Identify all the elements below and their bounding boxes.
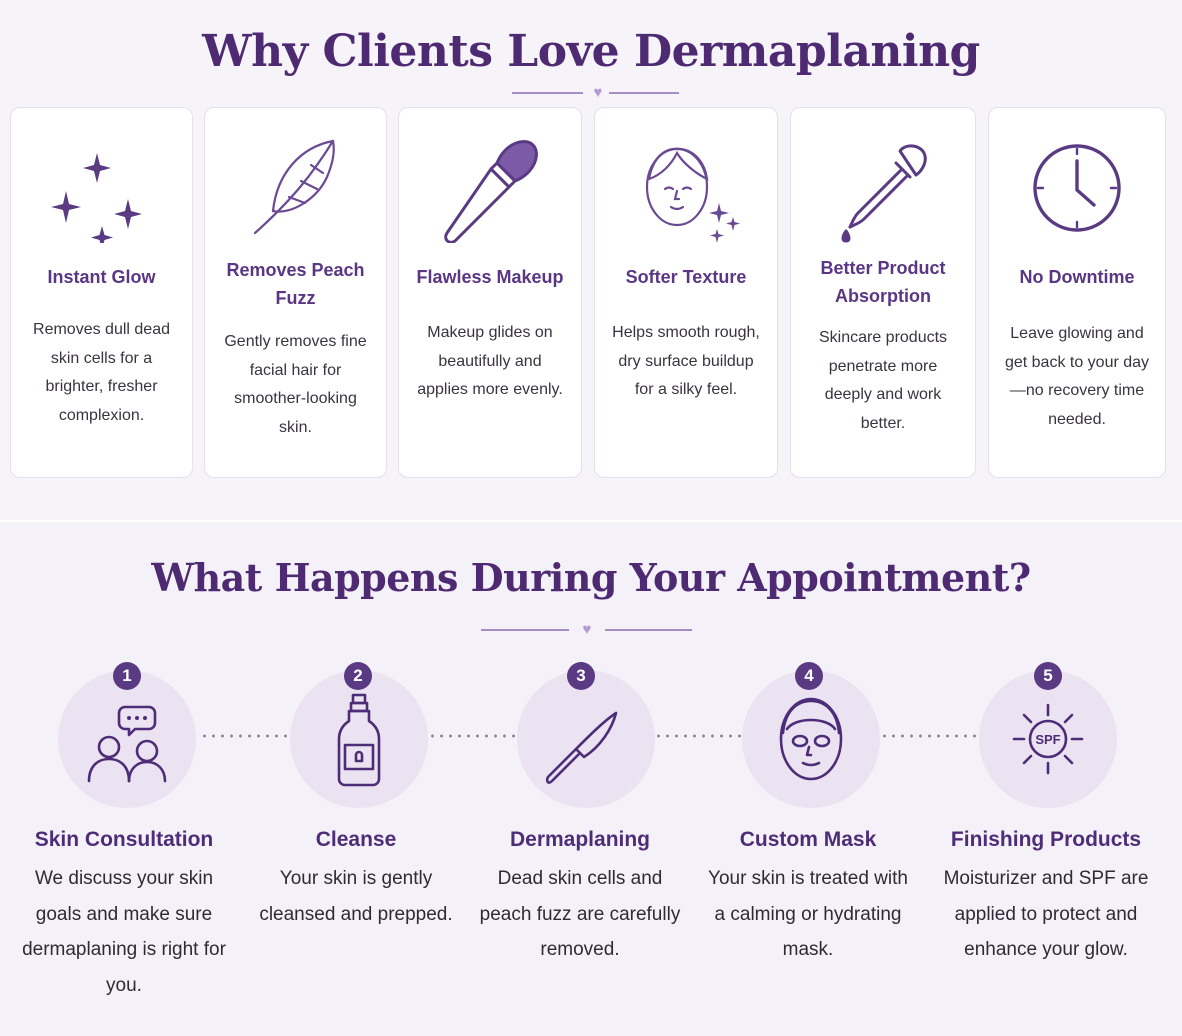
heart-icon: ♥ bbox=[593, 84, 603, 101]
appointment-divider: ♥ bbox=[0, 620, 1182, 640]
benefit-card-flawless-makeup: Flawless Makeup Makeup glides on beautif… bbox=[398, 107, 582, 478]
dropper-icon bbox=[791, 128, 975, 248]
scalpel-icon bbox=[545, 711, 618, 784]
face-sparkle-icon bbox=[595, 128, 777, 248]
spf-sun-icon: SPF bbox=[1012, 703, 1084, 775]
card-title: Instant Glow bbox=[47, 267, 156, 287]
step-title: Skin Consultation bbox=[34, 828, 214, 851]
cleanser-bottle-icon bbox=[337, 693, 381, 787]
step-title: Custom Mask bbox=[739, 828, 877, 851]
face-mask-icon bbox=[779, 697, 843, 781]
step-number-badge: 1 bbox=[113, 662, 141, 690]
step-description: Dead skin cells and peach fuzz are caref… bbox=[479, 868, 681, 960]
step-number-badge: 4 bbox=[795, 662, 823, 690]
benefit-card-softer-texture: Softer Texture Helps smooth rough, dry s… bbox=[594, 107, 778, 478]
benefit-card-no-downtime: No Downtime Leave glowing and get back t… bbox=[988, 107, 1166, 478]
clock-icon bbox=[989, 128, 1165, 248]
sparkles-icon bbox=[11, 128, 192, 248]
step-connector bbox=[654, 734, 742, 738]
step-title: Finishing Products bbox=[950, 828, 1142, 851]
card-description: Leave glowing and get back to your day—n… bbox=[1004, 325, 1150, 428]
card-title: Softer Texture bbox=[625, 267, 747, 287]
card-description: Removes dull dead skin cells for a brigh… bbox=[33, 321, 170, 424]
spf-label: SPF bbox=[1035, 732, 1060, 747]
benefit-card-instant-glow: Instant Glow Removes dull dead skin cell… bbox=[10, 107, 193, 478]
benefit-card-product-absorption: Better Product Absorption Skincare produ… bbox=[790, 107, 976, 478]
heart-icon: ♥ bbox=[582, 621, 592, 638]
step-title: Cleanse bbox=[315, 828, 397, 851]
appointment-title: What Happens During Your Appointment? bbox=[151, 555, 1031, 600]
step-number-badge: 5 bbox=[1034, 662, 1062, 690]
card-description: Gently removes fine facial hair for smoo… bbox=[224, 333, 367, 436]
consultation-icon bbox=[87, 705, 167, 783]
card-description: Skincare products penetrate more deeply … bbox=[818, 329, 948, 432]
card-description: Makeup glides on beautifully and applies… bbox=[417, 324, 563, 398]
step-number-badge: 3 bbox=[567, 662, 595, 690]
step-description: Your skin is treated with a calming or h… bbox=[708, 868, 908, 960]
benefit-card-peach-fuzz: Removes Peach Fuzz Gently removes fine f… bbox=[204, 107, 387, 478]
card-title: Removes Peach Fuzz bbox=[226, 260, 365, 308]
benefits-divider: ♥ bbox=[0, 83, 1182, 103]
makeup-brush-icon bbox=[399, 128, 581, 248]
step-description: Moisturizer and SPF are applied to prote… bbox=[943, 868, 1149, 960]
step-number-badge: 2 bbox=[344, 662, 372, 690]
card-description: Helps smooth rough, dry surface buildup … bbox=[612, 324, 760, 398]
step-connector bbox=[200, 734, 290, 738]
step-title: Dermaplaning bbox=[509, 828, 651, 851]
benefits-title: Why Clients Love Dermaplaning bbox=[202, 26, 980, 77]
step-connector bbox=[428, 734, 518, 738]
step-description: We discuss your skin goals and make sure… bbox=[22, 868, 226, 996]
step-connector bbox=[880, 734, 978, 738]
benefits-section bbox=[0, 0, 1182, 520]
step-description: Your skin is gently cleansed and prepped… bbox=[259, 868, 453, 925]
feather-icon bbox=[205, 128, 386, 248]
card-title: Better Product Absorption bbox=[820, 258, 946, 306]
card-title: No Downtime bbox=[1019, 267, 1135, 287]
card-title: Flawless Makeup bbox=[416, 267, 564, 287]
